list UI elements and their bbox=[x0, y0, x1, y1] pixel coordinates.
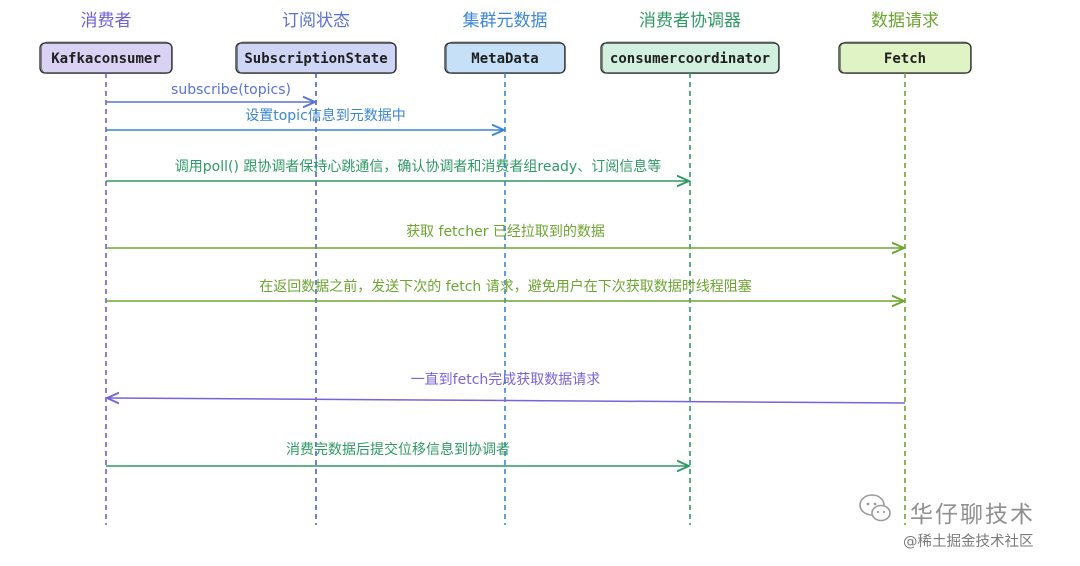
message-label-7: 消费完数据后提交位移信息到协调者 bbox=[286, 441, 510, 458]
participant-title-consumercoordinator: 消费者协调器 bbox=[639, 11, 741, 31]
participant-label-kafkaconsumer: Kafkaconsumer bbox=[51, 51, 161, 67]
messages: subscribe(topics) 设置topic信息到元数据中调用poll() … bbox=[106, 82, 905, 466]
message-label-2: 设置topic信息到元数据中 bbox=[245, 107, 406, 124]
participant-title-fetch: 数据请求 bbox=[871, 11, 939, 31]
participant-label-metadata: MetaData bbox=[471, 51, 538, 67]
message-arrow-6 bbox=[107, 398, 906, 403]
watermark-secondary: @稀土掘金技术社区 bbox=[903, 533, 1034, 550]
participant-label-fetch: Fetch bbox=[884, 51, 926, 67]
participant-title-kafkaconsumer: 消费者 bbox=[81, 11, 132, 31]
participant-label-consumercoordinator: consumercoordinator bbox=[610, 51, 770, 67]
message-label-4: 获取 fetcher 已经拉取到的数据 bbox=[406, 224, 605, 240]
participant-label-subscriptionstate: SubscriptionState bbox=[244, 51, 387, 67]
participant-title-subscriptionstate: 订阅状态 bbox=[282, 11, 350, 31]
watermark-primary: 华仔聊技术 bbox=[910, 502, 1035, 528]
message-label-5: 在返回数据之前，发送下次的 fetch 请求，避免用户在下次获取数据时线程阻塞 bbox=[259, 278, 752, 295]
watermark: 华仔聊技术 @稀土掘金技术社区 bbox=[859, 494, 1035, 550]
message-label-3: 调用poll() 跟协调者保持心跳通信，确认协调者和消费者组ready、订阅信息… bbox=[175, 158, 661, 175]
message-label-6: 一直到fetch完成获取数据请求 bbox=[411, 371, 601, 388]
message-label-1: subscribe(topics) bbox=[171, 82, 291, 98]
participant-title-metadata: 集群元数据 bbox=[463, 11, 548, 31]
wechat-icon bbox=[859, 494, 891, 522]
participants: 消费者 Kafkaconsumer 订阅状态 SubscriptionState 集群元… bbox=[39, 11, 972, 74]
